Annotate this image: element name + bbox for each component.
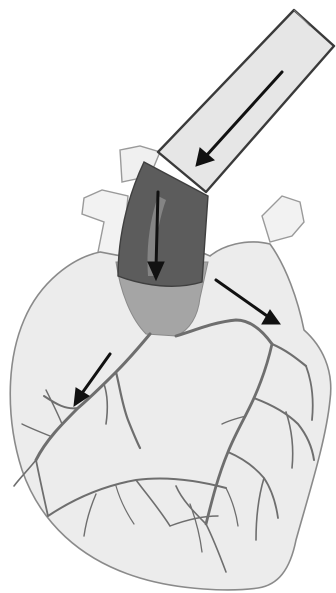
heart-illustration [0,0,336,593]
heart-diagram [0,0,336,593]
